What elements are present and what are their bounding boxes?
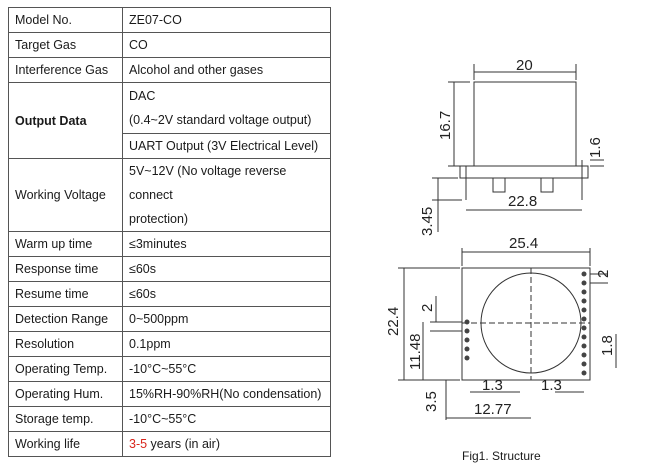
sensor-body-bottom	[461, 267, 591, 381]
spec-value-line: protection)	[129, 212, 189, 226]
life-rest: years (in air)	[147, 437, 221, 451]
spec-value: DAC (0.4~2V standard voltage output)	[122, 82, 331, 134]
table-row: Storage temp. -10°C~55°C	[8, 406, 331, 432]
spec-value-line: DAC	[129, 89, 156, 103]
spec-value: 3-5 years (in air)	[122, 431, 331, 457]
pin-stud-right	[540, 177, 554, 193]
spec-key: Detection Range	[8, 306, 123, 332]
spec-key: Storage temp.	[8, 406, 123, 432]
dim-label: 3.45	[419, 207, 436, 236]
dim-label: 12.77	[474, 401, 512, 418]
spec-value: ≤60s	[122, 281, 331, 307]
spec-key: Model No.	[8, 7, 123, 33]
table-row: Working life 3-5 years (in air)	[8, 431, 331, 457]
table-row: Output Data DAC (0.4~2V standard voltage…	[8, 82, 331, 159]
dim-label: 1.3	[482, 377, 503, 394]
dim-label: 2	[419, 304, 436, 312]
spec-value: Alcohol and other gases	[122, 57, 331, 83]
dim-label: 3.5	[423, 391, 440, 412]
table-row: Warm up time ≤3minutes	[8, 231, 331, 257]
table-row: Detection Range 0~500ppm	[8, 306, 331, 332]
spec-key: Working Voltage	[8, 158, 123, 232]
spec-key: Warm up time	[8, 231, 123, 257]
spec-value: 5V~12V (No voltage reverse connect prote…	[122, 158, 331, 232]
figure-caption: Fig1. Structure	[462, 449, 541, 463]
spec-value-line: 5V~12V (No voltage reverse connect	[129, 164, 287, 202]
table-row: Resolution 0.1ppm	[8, 331, 331, 357]
table-row: Interference Gas Alcohol and other gases	[8, 57, 331, 83]
table-row: Resume time ≤60s	[8, 281, 331, 307]
dim-label: 22.8	[508, 193, 537, 210]
spec-value: -10°C~55°C	[122, 406, 331, 432]
dim-label: 2	[595, 270, 612, 278]
sensor-body-side	[473, 81, 577, 167]
sensor-base-side	[459, 165, 589, 179]
dim-label: 20	[516, 57, 533, 74]
table-row: Response time ≤60s	[8, 256, 331, 282]
table-row: Operating Hum. 15%RH-90%RH(No condensati…	[8, 381, 331, 407]
dim-label: 16.7	[437, 111, 454, 140]
dim-label: 11.48	[407, 334, 424, 370]
table-row: Working Voltage 5V~12V (No voltage rever…	[8, 158, 331, 232]
dim-label: 1.6	[587, 137, 604, 158]
pin-stud-left	[492, 177, 506, 193]
dim-label: 1.3	[541, 377, 562, 394]
spec-key: Working life	[8, 431, 123, 457]
table-row: Model No. ZE07-CO	[8, 7, 331, 33]
spec-value: CO	[122, 32, 331, 58]
dim-label: 1.8	[599, 335, 616, 356]
spec-value: 0~500ppm	[122, 306, 331, 332]
spec-table: Model No. ZE07-CO Target Gas CO Interfer…	[8, 7, 331, 457]
pin-dots	[464, 271, 587, 376]
life-highlight: 3-5	[129, 437, 148, 451]
spec-value: ZE07-CO	[122, 7, 331, 33]
table-row: Target Gas CO	[8, 32, 331, 58]
spec-key: Output Data	[8, 82, 123, 159]
spec-key: Resume time	[8, 281, 123, 307]
spec-value: 15%RH-90%RH(No condensation)	[122, 381, 331, 407]
spec-value-line: (0.4~2V standard voltage output)	[129, 113, 312, 127]
dim-label: 25.4	[509, 235, 538, 252]
dim-label: 22.4	[385, 307, 402, 336]
